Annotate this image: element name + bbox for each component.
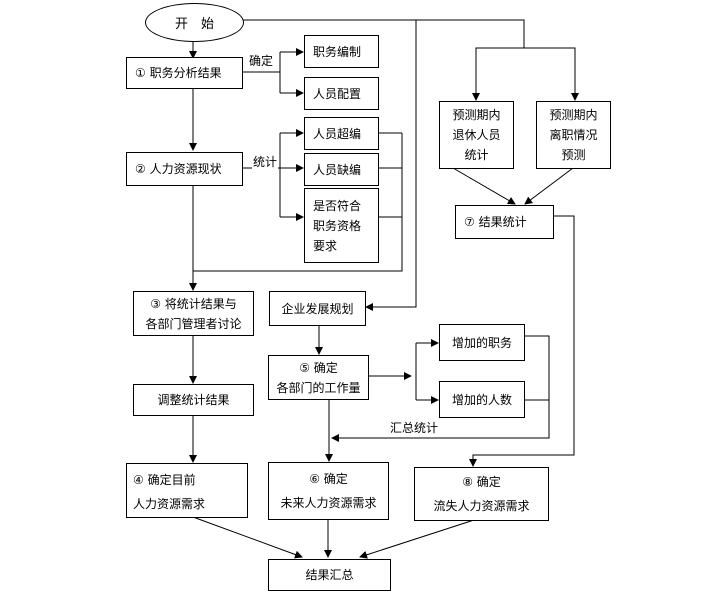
leave-forecast-line-1: 预测期内 [549, 108, 598, 122]
adjust-box: 调整统计结果 [133, 384, 254, 416]
future-demand-line-2: 未来人力资源需求 [280, 496, 377, 510]
result-summary-text: 结果汇总 [305, 568, 354, 582]
current-demand-line-1: ④ 确定目前 [133, 473, 196, 487]
job-analysis-text: ① 职务分析结果 [135, 66, 222, 80]
added-jobs-text: 增加的职务 [451, 335, 512, 350]
retire-forecast-line-1: 预测期内 [452, 108, 501, 122]
current-demand-line-2: 人力资源需求 [133, 497, 206, 511]
dev-plan-text: 企业发展规划 [281, 301, 354, 316]
loss-demand-box: ⑧ 确定 流失人力资源需求 [414, 467, 549, 521]
dev-plan-box: 企业发展规划 [269, 291, 366, 326]
loss-demand-line-1: ⑧ 确定 [462, 475, 501, 489]
future-demand-box: ⑥ 确定 未来人力资源需求 [268, 462, 389, 520]
staffing-box: 人员配置 [304, 77, 379, 110]
workload-line-1: ⑤ 确定 [299, 360, 338, 375]
discuss-line-2: 各部门管理者讨论 [145, 316, 242, 331]
job-analysis-box: ① 职务分析结果 [126, 57, 243, 89]
hr-status-text: ② 人力资源现状 [135, 162, 222, 176]
added-jobs-box: 增加的职务 [439, 324, 525, 361]
stats-label: 统计 [252, 153, 279, 170]
job-setup-text: 职务编制 [313, 44, 362, 59]
qualify-line-3: 要求 [313, 238, 338, 253]
retire-forecast-line-2: 退休人员 [452, 128, 501, 142]
added-people-text: 增加的人数 [451, 392, 512, 407]
workload-line-2: 各部门的工作量 [276, 380, 361, 395]
added-people-box: 增加的人数 [439, 381, 525, 418]
confirm-label: 确定 [248, 52, 275, 69]
leave-forecast-box: 预测期内 离职情况 预测 [536, 101, 611, 169]
result-stats-text: ⑦ 结果统计 [464, 215, 527, 229]
adjust-text: 调整统计结果 [157, 393, 230, 407]
job-setup-box: 职务编制 [304, 35, 379, 68]
result-summary-box: 结果汇总 [268, 559, 391, 591]
retire-forecast-box: 预测期内 退休人员 统计 [439, 101, 514, 169]
result-stats-box: ⑦ 结果统计 [455, 205, 554, 239]
qualify-line-2: 职务资格 [313, 218, 362, 233]
overstaff-box: 人员超编 [304, 117, 379, 150]
overstaff-text: 人员超编 [313, 126, 362, 141]
leave-forecast-line-3: 预测 [561, 148, 586, 162]
leave-forecast-line-2: 离职情况 [549, 128, 598, 142]
summary-stats-label: 汇总统计 [389, 419, 440, 436]
start-label: 开 始 [174, 17, 214, 32]
understaff-box: 人员缺编 [304, 153, 379, 186]
discuss-box: ③ 将统计结果与 各部门管理者讨论 [133, 291, 254, 336]
staffing-text: 人员配置 [313, 86, 362, 101]
current-demand-box: ④ 确定目前 人力资源需求 [126, 463, 248, 518]
future-demand-line-1: ⑥ 确定 [309, 472, 348, 486]
start-node: 开 始 [145, 3, 244, 42]
qualify-line-1: 是否符合 [313, 198, 362, 213]
loss-demand-line-2: 流失人力资源需求 [433, 499, 530, 513]
qualify-box: 是否符合 职务资格 要求 [304, 188, 379, 263]
retire-forecast-line-3: 统计 [464, 148, 489, 162]
discuss-line-1: ③ 将统计结果与 [150, 296, 237, 311]
understaff-text: 人员缺编 [313, 162, 362, 177]
workload-box: ⑤ 确定 各部门的工作量 [268, 355, 369, 400]
hr-status-box: ② 人力资源现状 [126, 152, 243, 186]
